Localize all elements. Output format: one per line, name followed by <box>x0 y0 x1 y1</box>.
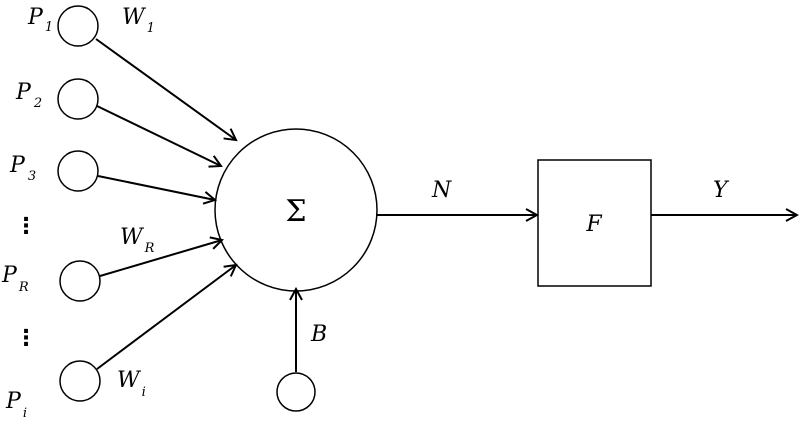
input-node-p3 <box>57 150 99 192</box>
input-node-p2 <box>57 78 99 120</box>
ellipsis-lower: ⋮ <box>15 326 37 351</box>
activation-function-label: F <box>585 212 602 237</box>
net-output-label: N <box>431 178 452 203</box>
summation-symbol: Σ <box>285 194 306 229</box>
ellipsis-upper: ⋮ <box>15 214 37 239</box>
input-node-pi <box>59 360 101 402</box>
bias-label: B <box>310 322 327 347</box>
connection-arrow-p2 <box>96 105 221 166</box>
activation-function-box <box>537 159 652 287</box>
connection-arrow-p1 <box>95 38 236 140</box>
connection-arrow-pr <box>99 240 222 277</box>
connection-arrow-p3 <box>97 175 215 200</box>
input-node-pr <box>59 260 101 302</box>
input-node-p1 <box>57 5 99 47</box>
connection-arrow-pi <box>96 265 236 370</box>
bias-node <box>276 372 316 412</box>
final-output-label: Y <box>713 178 730 203</box>
